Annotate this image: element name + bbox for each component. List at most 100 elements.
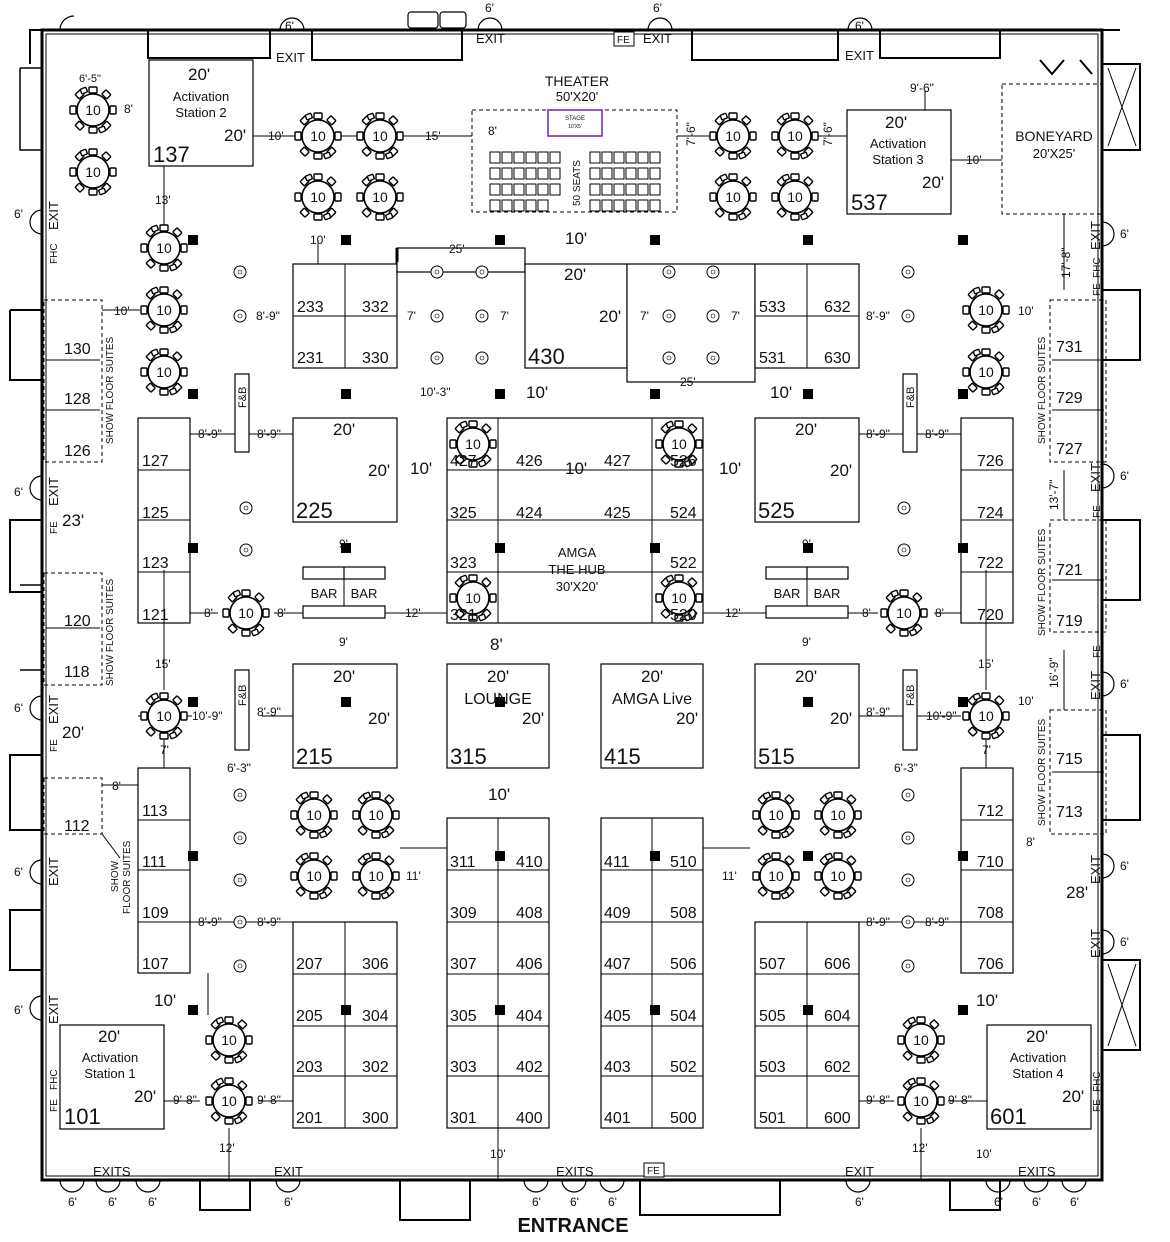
round-table: 10 xyxy=(294,112,342,160)
building-columns xyxy=(188,235,968,1015)
dim-label: 20' xyxy=(599,307,621,326)
round-table: 10 xyxy=(140,692,188,740)
column xyxy=(803,543,813,553)
booth-721: 721 xyxy=(1056,562,1083,579)
booth-524: 524 xyxy=(670,505,697,522)
dim-label: 10' xyxy=(719,459,741,478)
booth-601: 601 xyxy=(990,1104,1027,1129)
dim-label: 8' xyxy=(935,606,944,620)
booth-123: 123 xyxy=(142,555,169,572)
fhc-label: FHC xyxy=(49,1069,60,1090)
dim-label: 6' xyxy=(1120,469,1129,483)
table-seat-count: 10 xyxy=(913,1032,929,1048)
booth-406: 406 xyxy=(516,956,543,973)
dim-label: 20' xyxy=(830,461,852,480)
dim-label: 28' xyxy=(1066,883,1088,902)
activation-1-line-2: Station 1 xyxy=(84,1066,135,1081)
booth-127: 127 xyxy=(142,453,169,470)
cocktail-table xyxy=(233,788,247,802)
dim-label: 6'-3" xyxy=(227,761,251,775)
round-table: 10 xyxy=(294,173,342,221)
dim-label: 10' xyxy=(410,459,432,478)
cocktail-table xyxy=(662,351,676,365)
cocktail-table xyxy=(475,265,489,279)
theater-seat xyxy=(489,183,501,196)
dim-label: 11' xyxy=(722,869,737,883)
bar-label: BAR xyxy=(814,586,841,601)
activation-1-line-1: Activation xyxy=(82,1050,138,1065)
dim-label: 20' xyxy=(368,709,390,728)
exit-label: EXIT xyxy=(46,695,61,724)
round-table: 10 xyxy=(69,86,117,134)
stage-size: 10'X5' xyxy=(568,124,582,130)
booth-604: 604 xyxy=(824,1008,851,1025)
dim-label: 10' xyxy=(565,459,587,478)
cocktail-table xyxy=(233,915,247,929)
dim-label: 8' xyxy=(862,606,871,620)
theater-seat xyxy=(513,199,525,212)
column xyxy=(650,851,660,861)
dim-label: 6' xyxy=(1070,1195,1079,1209)
booth-533: 533 xyxy=(759,299,786,316)
dim-label: 20' xyxy=(487,667,509,686)
show-floor-small-2: FLOOR SUITES xyxy=(122,840,133,914)
cocktail-table xyxy=(475,309,489,323)
dim-label: 9' xyxy=(339,537,348,551)
booth-502: 502 xyxy=(670,1059,697,1076)
theater-seat xyxy=(513,167,525,180)
exit-label: EXIT xyxy=(46,477,61,506)
theater-seat xyxy=(601,167,613,180)
column xyxy=(188,543,198,553)
column xyxy=(803,235,813,245)
exit-label: EXIT xyxy=(46,995,61,1024)
dim-label: 6' xyxy=(284,1195,293,1209)
booth-507: 507 xyxy=(759,956,786,973)
dim-label: 8'-9" xyxy=(257,915,281,929)
booth-321: 321 xyxy=(450,607,477,624)
dim-label: 23' xyxy=(62,511,84,530)
dim-label: 10' xyxy=(770,383,792,402)
table-seat-count: 10 xyxy=(156,708,172,724)
column xyxy=(958,697,968,707)
round-table: 10 xyxy=(880,589,928,637)
booth-blocks xyxy=(59,59,1092,1130)
column xyxy=(650,235,660,245)
table-seat-count: 10 xyxy=(787,128,803,144)
round-table: 10 xyxy=(449,420,497,468)
round-table: 10 xyxy=(449,574,497,622)
booth-410: 410 xyxy=(516,854,543,871)
dim-label: 9' xyxy=(802,635,811,649)
entrance-label: ENTRANCE xyxy=(517,1215,628,1237)
dim-label: 12' xyxy=(219,1141,235,1155)
table-seat-count: 10 xyxy=(156,302,172,318)
booth-520: 520 xyxy=(670,607,697,624)
round-table: 10 xyxy=(962,348,1010,396)
fe-label: FE xyxy=(49,1099,60,1112)
dim-label: 12' xyxy=(912,1141,928,1155)
dim-label: 10' xyxy=(488,785,510,804)
booth-425: 425 xyxy=(604,505,631,522)
bar-label: BAR xyxy=(351,586,378,601)
table-seat-count: 10 xyxy=(725,189,741,205)
column xyxy=(495,543,505,553)
dim-label: 9'-8" xyxy=(173,1093,197,1107)
booth-203: 203 xyxy=(296,1059,323,1076)
activation-2-line-1: Activation xyxy=(173,89,229,104)
cocktail-table xyxy=(897,501,911,515)
theater-seat xyxy=(513,183,525,196)
theater-seat xyxy=(649,167,661,180)
cocktail-table xyxy=(901,831,915,845)
dim-label: 7' xyxy=(982,743,991,757)
dim-label: 6'-3" xyxy=(894,761,918,775)
theater-seat xyxy=(589,151,601,164)
theater-seat xyxy=(537,199,549,212)
booth-500: 500 xyxy=(670,1110,697,1127)
table-seat-count: 10 xyxy=(372,189,388,205)
dim-label: 20' xyxy=(564,265,586,284)
fhc-label: FHC xyxy=(1092,1071,1103,1092)
dim-label: 10'-9" xyxy=(192,709,223,723)
fb-label: F&B xyxy=(905,685,917,706)
cocktail-table xyxy=(239,543,253,557)
column xyxy=(958,1005,968,1015)
booth-303: 303 xyxy=(450,1059,477,1076)
